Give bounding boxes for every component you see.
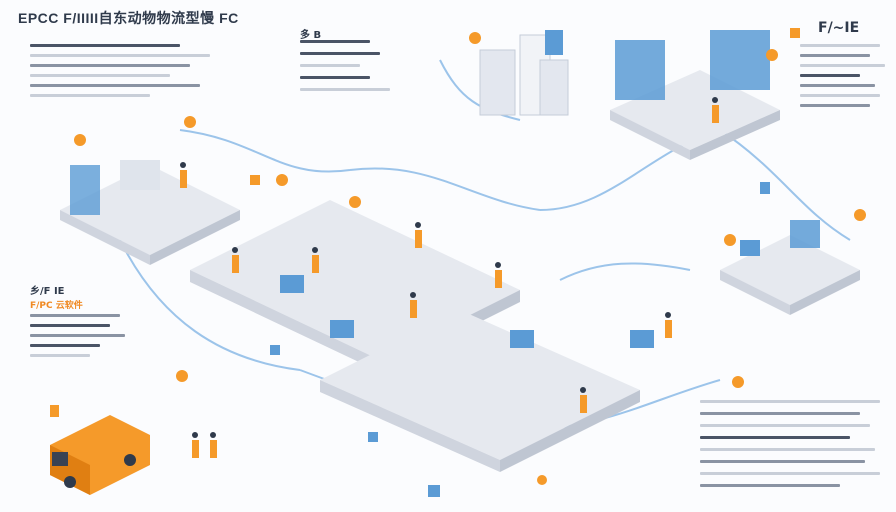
title-accent: 多 B xyxy=(300,30,322,41)
gear-icon xyxy=(74,32,866,485)
text-line xyxy=(30,314,120,317)
cube-icon xyxy=(270,182,770,497)
text-line xyxy=(700,448,875,451)
text-line xyxy=(300,76,370,79)
text-line xyxy=(800,94,880,97)
text-line xyxy=(30,94,150,97)
text-line xyxy=(700,484,840,487)
text-line xyxy=(30,354,90,357)
page-title: EPCC F/IIIII自东动物物流型慢 FC xyxy=(18,10,239,26)
text-line xyxy=(800,84,875,87)
text-line xyxy=(700,424,870,427)
text-line xyxy=(800,44,880,47)
text-line xyxy=(30,44,180,47)
text-line xyxy=(700,436,850,439)
text-line xyxy=(30,324,110,327)
left-label: 乡/F IE xyxy=(30,286,65,297)
text-line xyxy=(30,74,170,77)
text-line xyxy=(30,64,190,67)
text-line xyxy=(700,400,880,403)
platform-center xyxy=(190,200,640,472)
platform-top-right xyxy=(610,30,780,160)
left-sub-label: F/PC 云软件 xyxy=(30,301,83,311)
text-line xyxy=(300,88,390,91)
text-line xyxy=(300,64,360,67)
text-line xyxy=(700,472,880,475)
box-icon xyxy=(50,28,800,417)
right-title: F/~IE xyxy=(818,20,860,36)
text-line xyxy=(800,64,885,67)
text-line xyxy=(700,412,860,415)
van-icon xyxy=(50,415,150,495)
platform-right xyxy=(720,220,860,315)
text-line xyxy=(300,52,380,55)
text-line xyxy=(30,54,210,57)
workers xyxy=(180,105,719,458)
server-racks xyxy=(479,30,569,116)
text-line xyxy=(30,344,100,347)
text-line xyxy=(30,334,125,337)
text-line xyxy=(300,40,370,43)
text-line xyxy=(800,74,860,77)
text-line xyxy=(700,460,865,463)
platform-left xyxy=(60,160,240,265)
text-line xyxy=(800,54,870,57)
text-line xyxy=(800,104,870,107)
text-line xyxy=(30,84,200,87)
monitors xyxy=(280,240,760,348)
worker-heads xyxy=(180,97,718,438)
